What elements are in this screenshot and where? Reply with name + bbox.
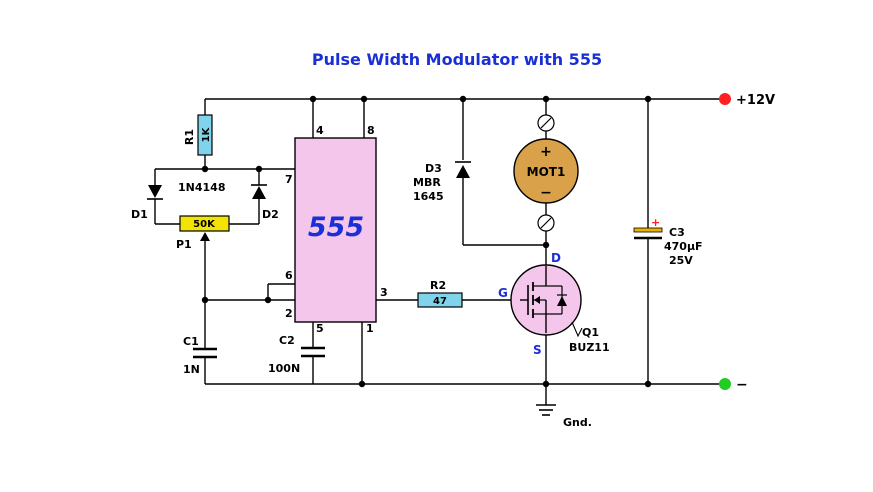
mosfet-q1: D G S Q1 BUZ11 [498, 251, 610, 357]
motor-plus: + [540, 144, 552, 160]
ic-pin-5: 5 [316, 322, 324, 335]
c1-ref: C1 [183, 335, 199, 348]
motor-label: MOT1 [527, 165, 566, 179]
potentiometer-p1: 50K P1 [176, 215, 230, 251]
ic-pin-8: 8 [367, 124, 375, 137]
d2-ref: D2 [262, 208, 279, 221]
diode-d2: D2 [251, 184, 279, 221]
diode-d3: D3 MBR 1645 [413, 161, 471, 203]
ground-symbol: Gnd. [536, 404, 592, 429]
r2-ref: R2 [430, 279, 446, 292]
p1-value: 50K [193, 219, 216, 230]
ic-pin-4: 4 [316, 124, 324, 137]
diagram-title: Pulse Width Modulator with 555 [312, 50, 602, 69]
q1-source-label: S [533, 343, 542, 357]
resistor-r1: 1K R1 [183, 114, 213, 156]
c3-plus: + [651, 216, 660, 229]
positive-terminal: +12V [719, 93, 775, 108]
d3-line2: 1645 [413, 190, 444, 203]
negative-terminal: − [719, 377, 748, 393]
c2-value: 100N [268, 362, 300, 375]
ic-pin-2: 2 [285, 307, 293, 320]
ic-pin-3: 3 [380, 286, 388, 299]
capacitor-c1: C1 1N [183, 335, 217, 376]
c2-ref: C2 [279, 334, 295, 347]
resistor-r2: 47 R2 [417, 279, 463, 308]
q1-part: BUZ11 [569, 341, 610, 354]
c3-ref: C3 [669, 226, 685, 239]
ground-label: Gnd. [563, 416, 592, 429]
ic-label: 555 [308, 212, 364, 243]
q1-gate-label: G [498, 286, 508, 300]
p1-ref: P1 [176, 238, 192, 251]
motor-mot1: MOT1 + − [513, 114, 579, 232]
negative-supply-label: − [736, 377, 748, 393]
wires [154, 98, 720, 405]
r2-value: 47 [433, 296, 447, 307]
ic-pin-6: 6 [285, 269, 293, 282]
junctions [201, 95, 652, 388]
ic-555: 555 4 8 7 6 2 3 5 1 [285, 124, 388, 335]
capacitor-c3: + C3 470µF 25V [633, 216, 703, 267]
c1-value: 1N [183, 363, 200, 376]
d1-ref: D1 [131, 208, 148, 221]
c3-line2: 25V [669, 254, 693, 267]
capacitor-c2: C2 100N [268, 334, 325, 375]
q1-ref: Q1 [582, 326, 599, 339]
diode-d1: D1 [131, 185, 163, 221]
positive-supply-label: +12V [736, 93, 775, 108]
q1-drain-label: D [551, 251, 561, 265]
ic-pin-7: 7 [285, 173, 293, 186]
ic-pin-1: 1 [366, 322, 374, 335]
d3-ref: D3 [425, 162, 442, 175]
r1-ref: R1 [183, 129, 196, 145]
d3-line1: MBR [413, 176, 441, 189]
r1-value: 1K [201, 126, 212, 142]
diodes-part-number: 1N4148 [178, 181, 225, 194]
c3-line1: 470µF [664, 240, 703, 253]
motor-minus: − [540, 185, 552, 201]
